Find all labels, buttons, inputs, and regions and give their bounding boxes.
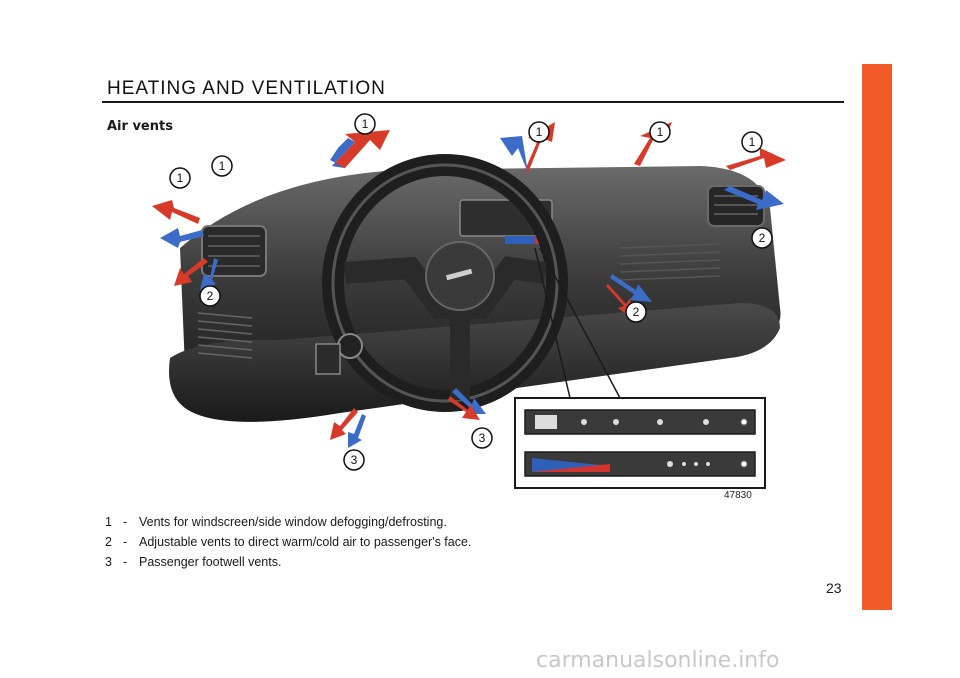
svg-text:2: 2 [759, 231, 766, 245]
legend-item: 2-Adjustable vents to direct warm/cold a… [105, 532, 471, 552]
page-title: HEATING AND VENTILATION [107, 78, 386, 99]
legend-dash: - [123, 555, 128, 569]
callout-3b: 3 [471, 427, 493, 449]
svg-text:1: 1 [177, 171, 184, 185]
callout-2b: 2 [751, 227, 773, 249]
svg-text:3: 3 [351, 453, 358, 467]
callout-1d: 1 [528, 121, 550, 143]
legend-text: Adjustable vents to direct warm/cold air… [139, 535, 472, 549]
legend-item: 3-Passenger footwell vents. [105, 552, 471, 572]
page-number: 23 [826, 580, 842, 596]
callouts: 1 1 1 1 1 1 2 2 2 3 3 [169, 113, 773, 471]
callout-1b: 1 [211, 155, 233, 177]
watermark: carmanualsonline.info [536, 648, 780, 673]
legend-number: 3 [105, 555, 112, 569]
legend-item: 1-Vents for windscreen/side window defog… [105, 512, 471, 532]
arrow-footwell-right [452, 388, 486, 414]
left-grille [197, 312, 253, 359]
legend-list: 1-Vents for windscreen/side window defog… [105, 512, 471, 572]
heater-display [505, 236, 545, 244]
arrow-centre-right [610, 274, 652, 302]
svg-text:1: 1 [219, 159, 226, 173]
arrow-left-mid [174, 258, 208, 286]
title-rule [102, 101, 844, 103]
callout-2c: 2 [625, 301, 647, 323]
chapter-tab-bar [862, 64, 892, 610]
dashboard-shelf [169, 303, 780, 422]
callout-1f: 1 [741, 131, 763, 153]
dashboard-illustration: 1 1 1 1 1 1 2 2 2 3 3 [152, 113, 786, 489]
callout-1a: 1 [169, 167, 191, 189]
left-side-vent [201, 225, 267, 277]
legend-dash: - [123, 515, 128, 529]
right-grille [619, 243, 721, 281]
distribution-control [524, 409, 756, 435]
callout-1e: 1 [649, 121, 671, 143]
callout-3a: 3 [343, 449, 365, 471]
svg-text:2: 2 [207, 289, 214, 303]
svg-text:1: 1 [749, 135, 756, 149]
svg-text:2: 2 [633, 305, 640, 319]
arrow-footwell-left [330, 408, 358, 440]
callout-2a: 2 [199, 285, 221, 307]
steering-wheel [322, 154, 568, 412]
section-heading: Air vents [107, 119, 173, 134]
svg-text:1: 1 [362, 117, 369, 131]
arrow-left-upper [152, 200, 200, 224]
arrow-top-left [332, 130, 390, 168]
svg-text:3: 3 [479, 431, 486, 445]
arrow-far-right [726, 148, 786, 170]
figure-code: 47830 [724, 490, 752, 501]
legend-text: Vents for windscreen/side window defoggi… [139, 515, 447, 529]
callout-1c: 1 [354, 113, 376, 135]
svg-text:1: 1 [657, 125, 664, 139]
legend-number: 1 [105, 515, 112, 529]
legend-number: 2 [105, 535, 112, 549]
legend-text: Passenger footwell vents. [139, 555, 282, 569]
legend-dash: - [123, 535, 128, 549]
ignition-switch [337, 333, 363, 359]
switch-panel [315, 343, 341, 375]
svg-text:1: 1 [536, 125, 543, 139]
